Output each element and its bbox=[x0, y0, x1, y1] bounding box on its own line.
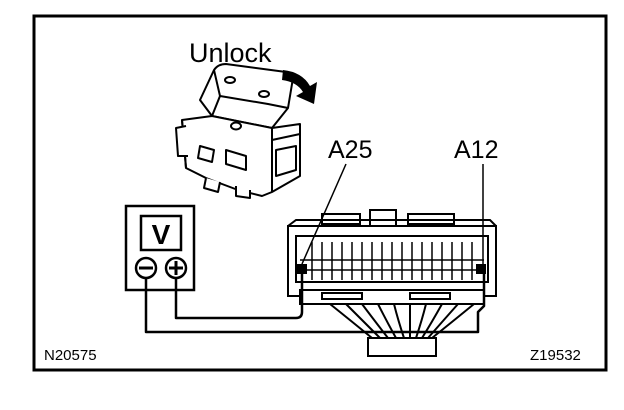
terminal-a12-label: A12 bbox=[454, 136, 498, 164]
diagram-frame bbox=[32, 14, 608, 372]
switch-pivot bbox=[230, 121, 242, 131]
leader-a25 bbox=[301, 163, 347, 265]
terminal-a12-pin bbox=[476, 264, 486, 274]
positive-lead bbox=[174, 272, 304, 320]
voltmeter-symbol: V bbox=[152, 219, 171, 250]
figure-code-left: N20575 bbox=[44, 347, 97, 364]
wire-harness bbox=[329, 303, 475, 357]
switch-dot-left bbox=[224, 76, 236, 84]
door-lock-switch bbox=[175, 63, 301, 199]
test-leads bbox=[144, 272, 486, 334]
unlock-arrow-icon bbox=[282, 70, 317, 104]
figure-code-right: Z19532 bbox=[530, 347, 581, 364]
negative-lead bbox=[144, 272, 486, 334]
terminal-a25-label: A25 bbox=[328, 136, 372, 164]
connector-cavities bbox=[300, 242, 484, 280]
switch-dot-right bbox=[258, 90, 270, 98]
terminal-a25-pin bbox=[297, 264, 307, 274]
voltmeter: V bbox=[124, 204, 196, 292]
unlock-label: Unlock bbox=[189, 38, 272, 68]
voltmeter-display bbox=[139, 214, 183, 252]
